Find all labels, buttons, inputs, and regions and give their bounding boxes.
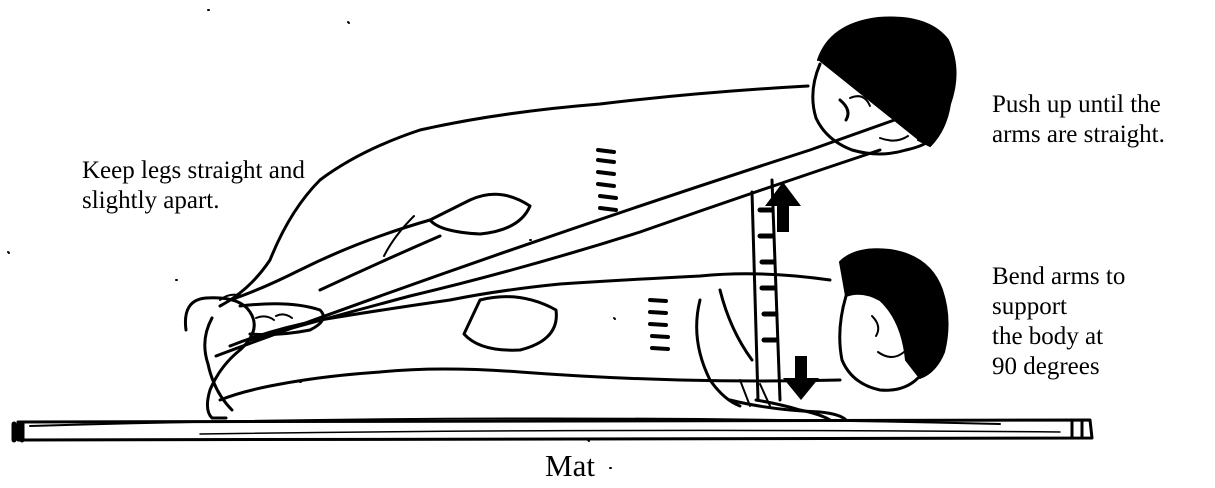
instruction-push: Push up until the arms are straight. [992,90,1165,150]
instruction-legs: Keep legs straight and slightly apart. [82,156,305,216]
mat-label: Mat [545,448,595,484]
instruction-legs-line-1: Keep legs straight and [82,156,305,186]
instruction-push-line-1: Push up until the [992,90,1165,120]
instruction-bend-line-2: support [992,292,1125,322]
stray-dots [8,10,615,468]
lower-figure [220,249,948,420]
instruction-bend-line-4: 90 degrees [992,352,1125,382]
instruction-bend-line-1: Bend arms to [992,262,1125,292]
instruction-legs-line-2: slightly apart. [82,186,305,216]
down-arrow-icon [781,356,821,400]
instruction-bend: Bend arms to support the body at 90 degr… [992,262,1125,382]
instruction-push-line-2: arms are straight. [992,120,1165,150]
instruction-bend-line-3: the body at [992,322,1125,352]
up-arrow-icon [763,182,803,232]
mat [14,418,1092,440]
feet [185,295,323,418]
upper-figure [220,17,956,420]
